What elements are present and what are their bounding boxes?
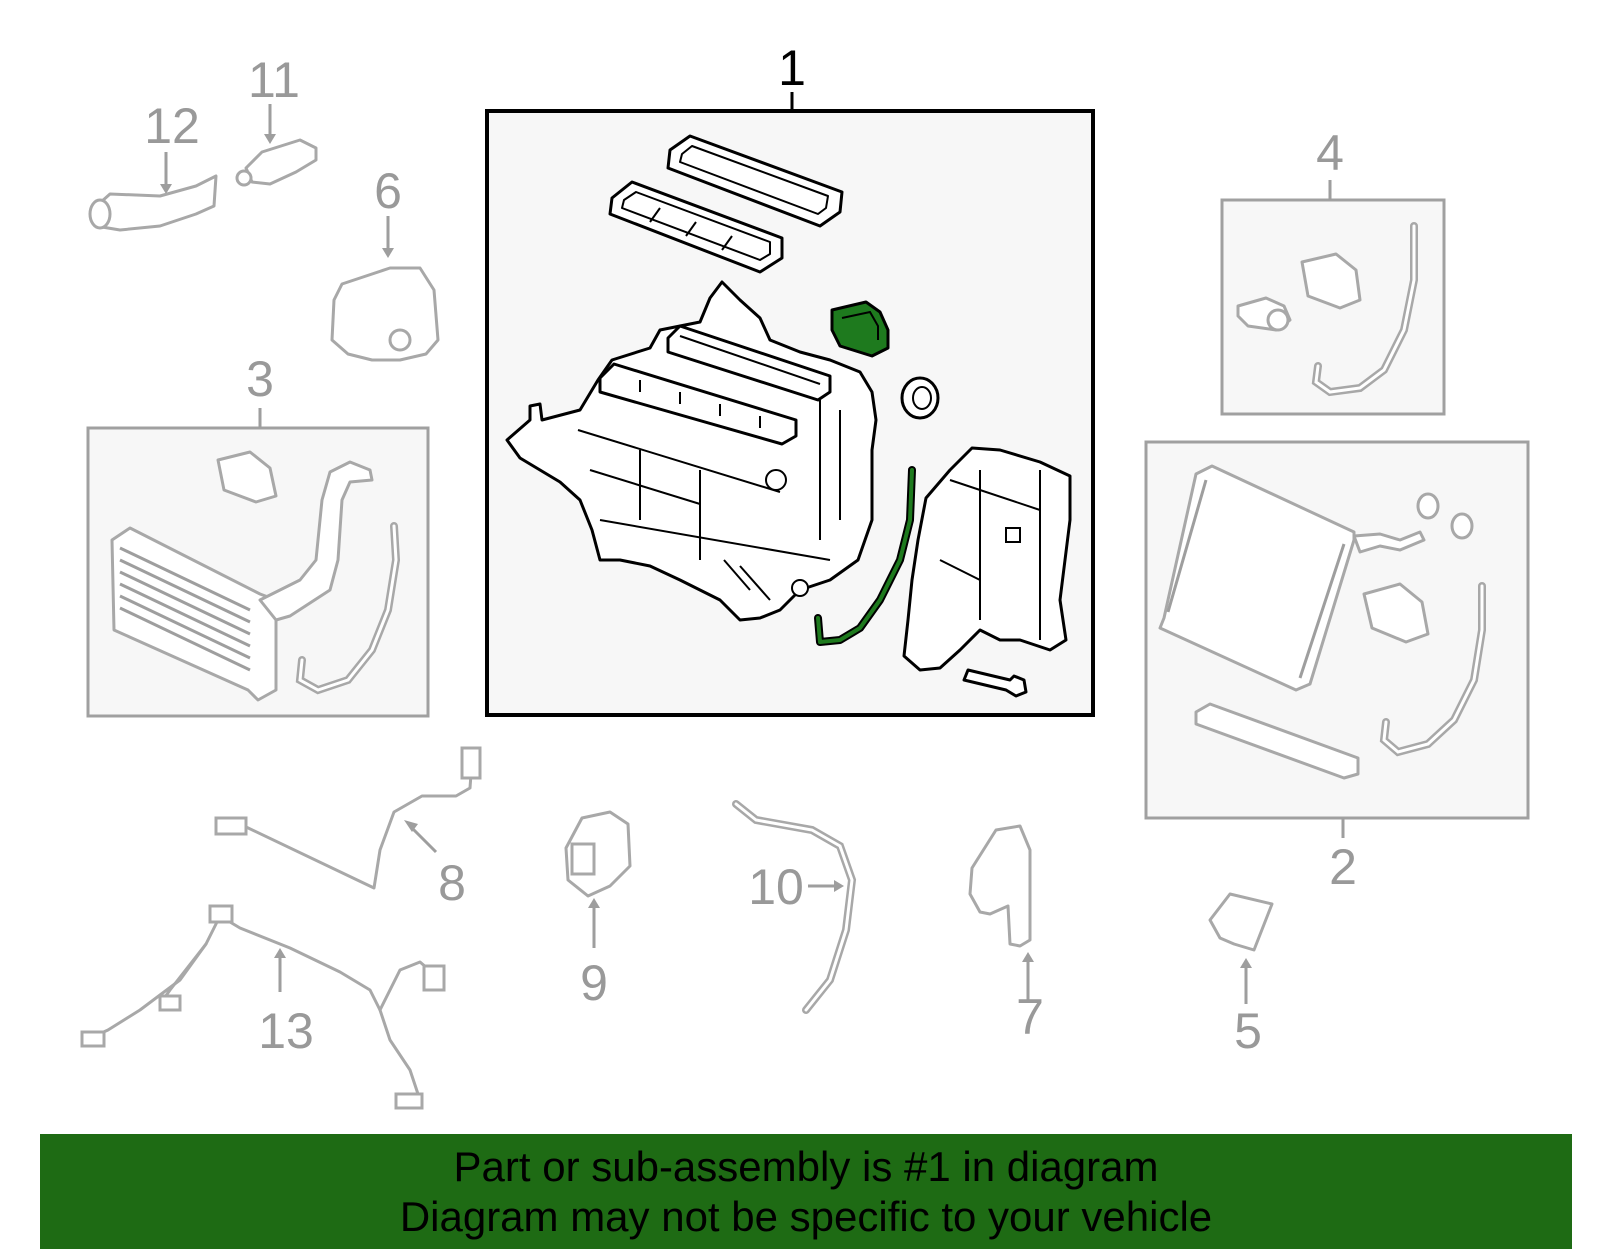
- highlighted-drain-hose[interactable]: [814, 466, 916, 646]
- drain-tube-4: [1311, 222, 1418, 397]
- part-6[interactable]: 6: [330, 163, 440, 362]
- callout-7: 7: [1016, 989, 1044, 1045]
- callout-10: 10: [748, 859, 804, 915]
- callout-12: 12: [144, 98, 200, 154]
- part-12[interactable]: 12: [88, 98, 218, 232]
- evaporator-seal: [1362, 582, 1430, 644]
- part-11[interactable]: 11: [235, 52, 318, 187]
- evaporator-bracket: [1194, 702, 1360, 780]
- assembly-box-1[interactable]: 1: [485, 40, 1095, 717]
- part-10[interactable]: 10: [732, 800, 857, 1014]
- callout-1: 1: [778, 40, 806, 96]
- part-9[interactable]: 9: [564, 810, 632, 1011]
- side-cover: [902, 446, 1072, 672]
- banner-line-1: Part or sub-assembly is #1 in diagram: [453, 1143, 1159, 1190]
- assembly-box-3[interactable]: 3: [86, 351, 430, 718]
- part-8[interactable]: 8: [214, 746, 482, 911]
- callout-6: 6: [374, 163, 402, 219]
- callout-4: 4: [1316, 125, 1344, 181]
- part-7[interactable]: 7: [968, 824, 1044, 1045]
- heater-drain-tube: [295, 522, 401, 695]
- evaporator-orings: [1416, 492, 1474, 540]
- info-banner: Part or sub-assembly is #1 in diagram Di…: [40, 1134, 1572, 1249]
- heater-core: [110, 460, 374, 702]
- assembly-box-4[interactable]: 4: [1220, 125, 1446, 416]
- callout-11: 11: [248, 52, 300, 108]
- valve-seal: [1300, 252, 1362, 310]
- screw: [962, 668, 1028, 698]
- filter-frame-upper: [666, 134, 844, 228]
- evaporator-drain-tube: [1379, 582, 1486, 757]
- hvac-housing: [505, 280, 878, 622]
- highlighted-seal[interactable]: [830, 300, 890, 358]
- assembly-box-2[interactable]: 2: [1144, 440, 1530, 895]
- banner-line-2: Diagram may not be specific to your vehi…: [399, 1193, 1213, 1240]
- part-13[interactable]: 13: [80, 904, 446, 1110]
- part-5[interactable]: 5: [1208, 892, 1274, 1059]
- callout-8: 8: [438, 855, 466, 911]
- callout-2: 2: [1329, 839, 1357, 895]
- heater-core-seal: [216, 450, 278, 504]
- callout-5: 5: [1234, 1003, 1262, 1059]
- evaporator-core: [1158, 464, 1426, 692]
- callout-3: 3: [246, 351, 274, 407]
- callout-13: 13: [258, 1003, 314, 1059]
- filter-frame-lower: [608, 180, 784, 274]
- expansion-valve: [1236, 296, 1292, 332]
- grommet: [900, 376, 940, 420]
- callout-9: 9: [580, 955, 608, 1011]
